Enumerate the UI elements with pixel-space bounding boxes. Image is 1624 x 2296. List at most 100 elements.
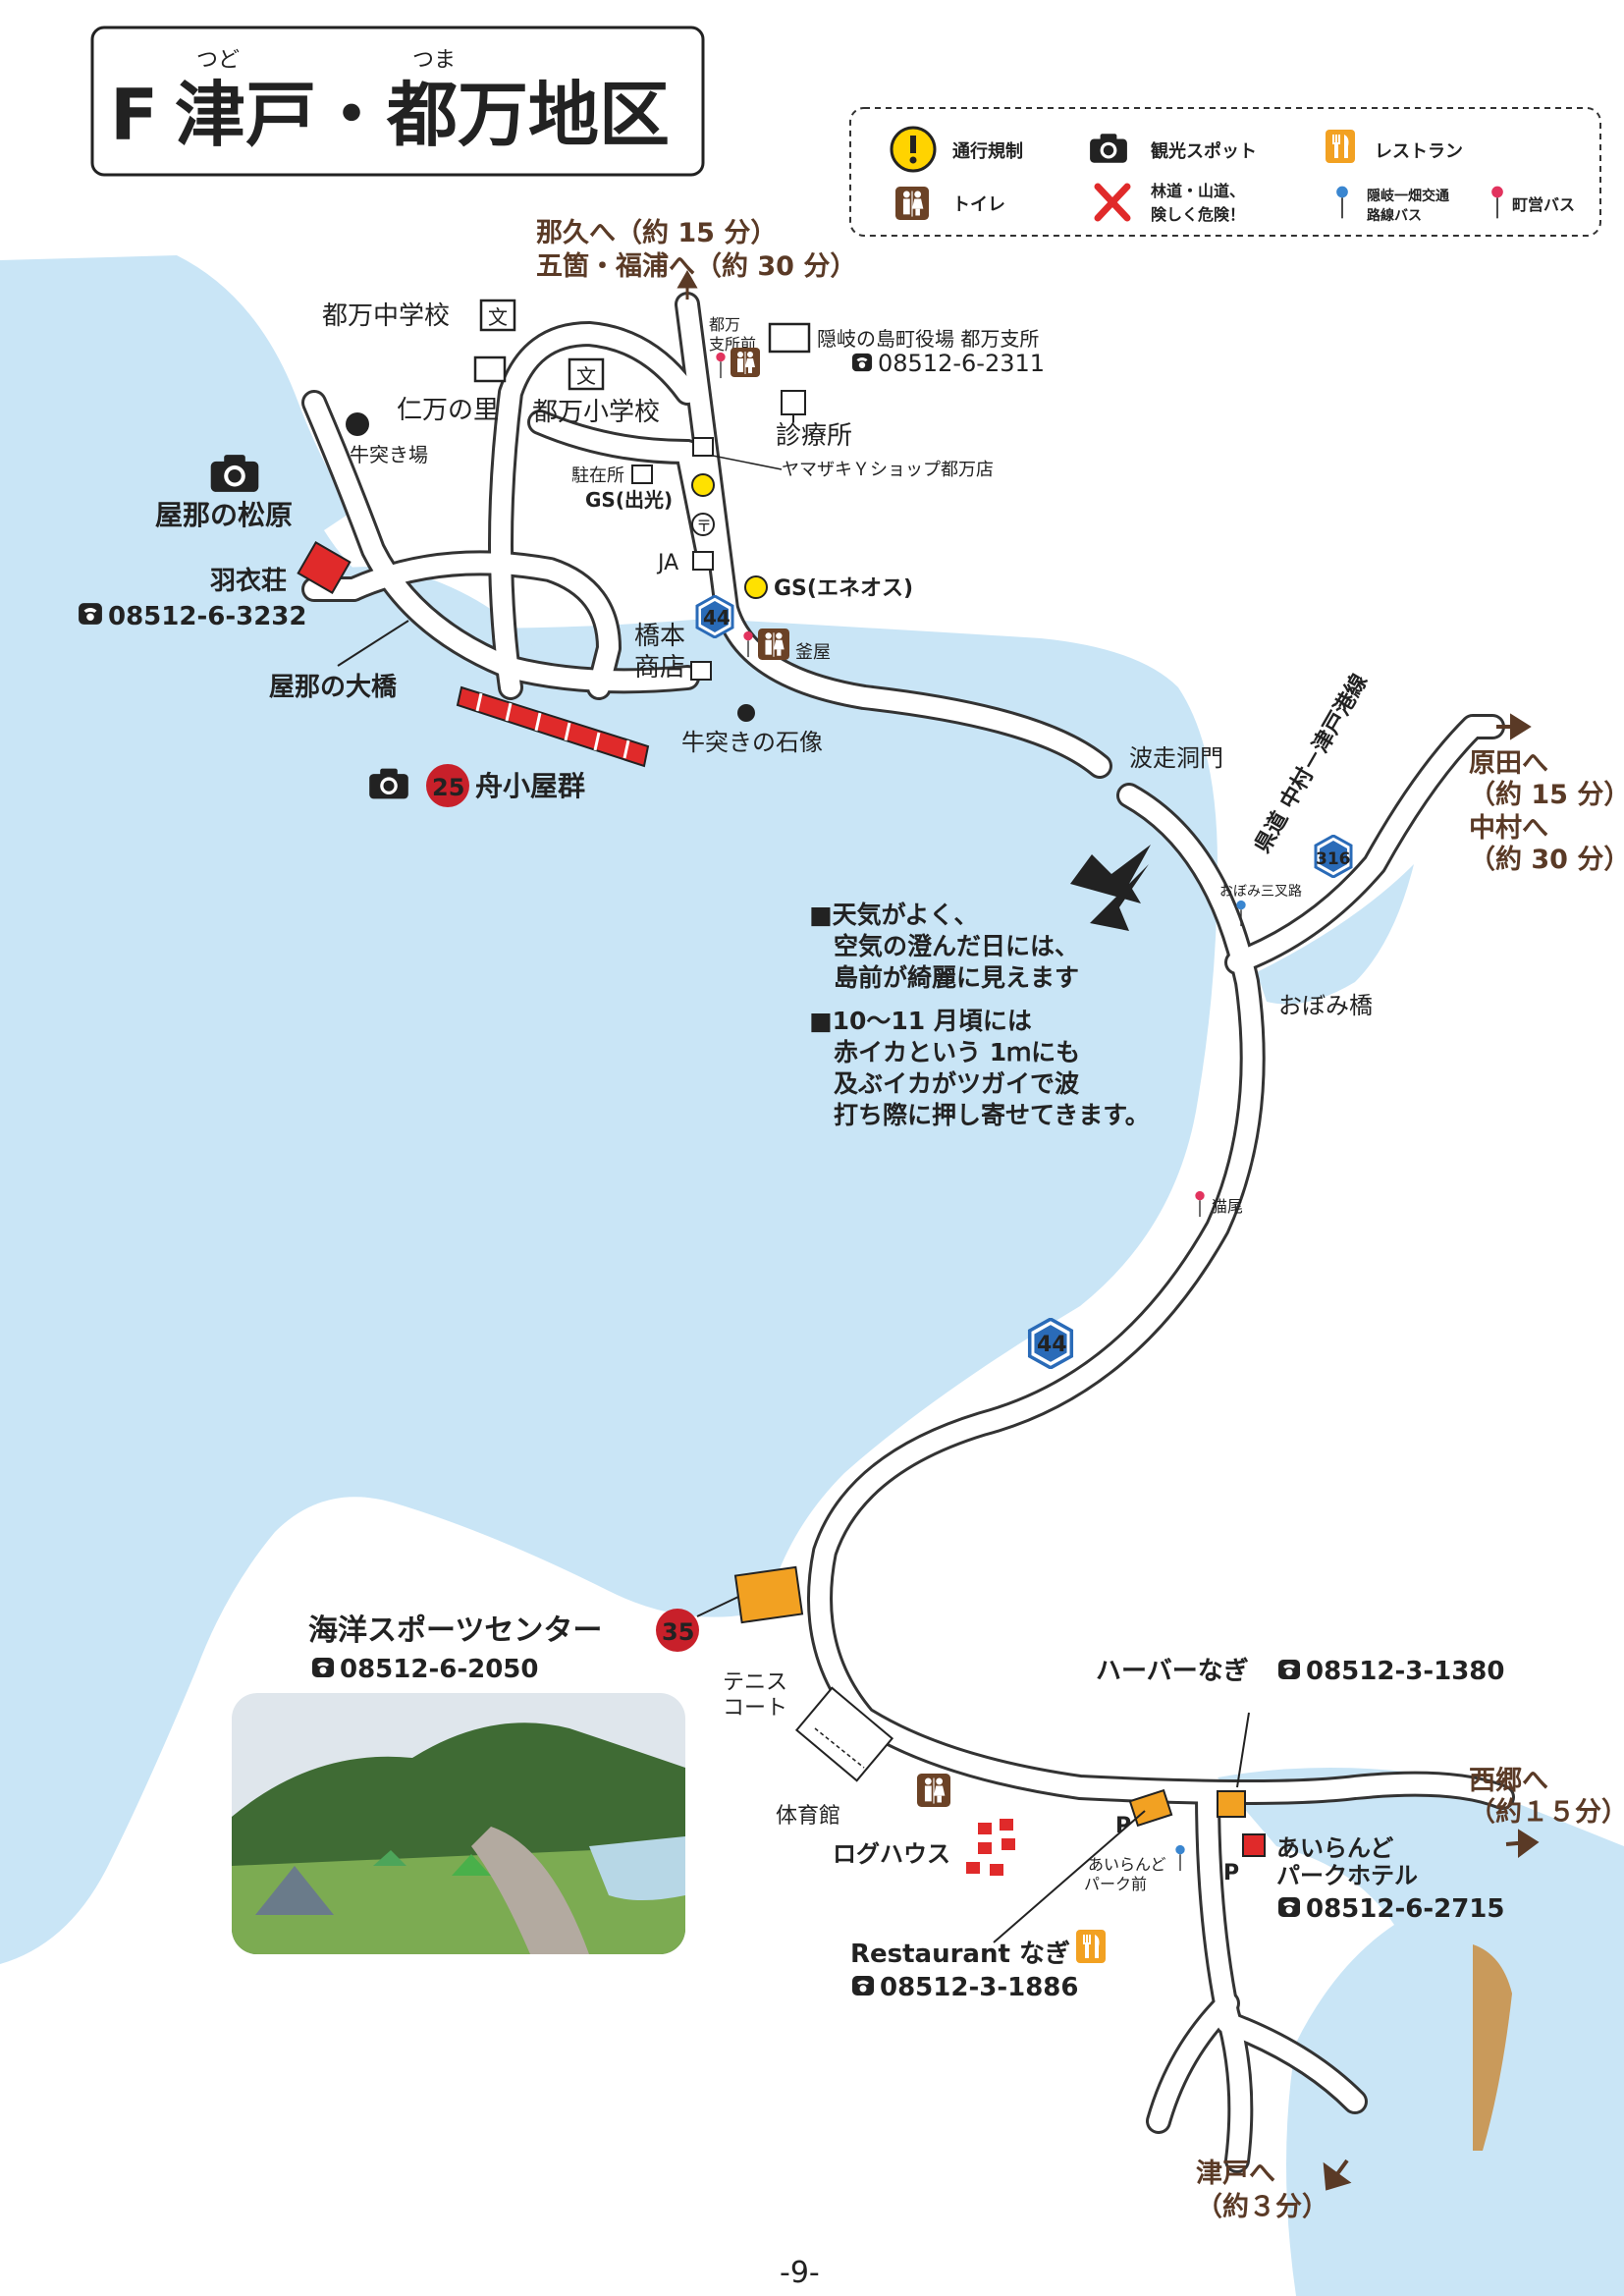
dir-nagu-1: 那久へ（約 15 分） (536, 217, 777, 248)
note2-line4: 打ち際に押し寄せてきます。 (809, 1101, 1150, 1129)
label-kamaya: 釜屋 (795, 642, 831, 663)
note1-line2: 空気の澄んだ日には、 (809, 932, 1079, 960)
dir-saigo-1: 西郷へ (1469, 1766, 1548, 1796)
title-box: F 津戸・都万地区 つど つま (90, 26, 705, 177)
toilet-icon (731, 348, 760, 377)
dir-tsudo-2: （約３分） (1196, 2191, 1328, 2222)
toilet-icon (895, 187, 929, 220)
spot-number-badge (426, 764, 469, 807)
ruby-tsuma: つま (412, 48, 456, 73)
building-marker (473, 355, 507, 383)
dir-harada-4: （約 30 分） (1469, 844, 1624, 875)
legend-bus-2: 路線バス (1367, 207, 1422, 224)
label-hagoromo: 羽衣荘 (210, 566, 287, 596)
note2-line1: ■10～11 月頃には (809, 1007, 1032, 1035)
note1-line3: 島前が綺麗に見えます (809, 963, 1079, 992)
dir-harada-2: （約 15 分） (1469, 779, 1624, 810)
note1-line1: ■天気がよく、 (809, 901, 978, 929)
legend-sightseeing: 観光スポット (1151, 140, 1257, 162)
school-mark: 文 (488, 305, 508, 329)
phone-icon (312, 1658, 334, 1677)
label-ushitsuki-statue: 牛突きの石像 (681, 729, 823, 756)
parking-2: P (1223, 1861, 1239, 1886)
note2-line3: 及ぶイカがツガイで波 (809, 1069, 1080, 1098)
spot-number-badge (656, 1609, 699, 1652)
harbor-nagi-tel: 08512-3-1380 (1306, 1657, 1505, 1686)
label-loghouse: ログハウス (833, 1840, 950, 1868)
gas-station-marker (691, 473, 715, 497)
building-marker (781, 390, 806, 415)
funagoya-no: 25 (432, 774, 464, 801)
label-ja: JA (656, 551, 678, 575)
loghouse-marker (966, 1819, 1015, 1876)
label-parkhotel-1: あいらんど (1276, 1834, 1393, 1862)
note2-line2: 赤イカという 1ｍにも (809, 1038, 1080, 1066)
label-obomi-junction: おぼみ三叉路 (1219, 884, 1302, 900)
ruby-tsudo: つど (196, 48, 240, 73)
school-marker (479, 299, 516, 332)
town-office-marker (768, 322, 811, 354)
label-tennis-2: コート (723, 1696, 787, 1721)
legend-town-bus: 町営バス (1512, 195, 1575, 214)
legend-bus-1: 隠岐一畑交通 (1367, 188, 1449, 204)
phone-icon (852, 1976, 874, 1995)
town-bus-stop-icon (715, 352, 727, 379)
label-hashimoto-2: 商店 (634, 653, 685, 683)
label-clinic: 診療所 (776, 421, 852, 451)
post-mark: 〒 (696, 517, 712, 535)
label-obomi-bridge: おぼみ橋 (1278, 992, 1373, 1019)
legend-traffic: 通行規制 (952, 140, 1023, 162)
boathouse-marker (456, 685, 650, 768)
notes: ■天気がよく、 空気の澄んだ日には、 島前が綺麗に見えます ■10～11 月頃に… (809, 845, 1151, 1129)
label-tsuma-es: 都万小学校 (532, 398, 660, 427)
restaurant-nagi-marker (1128, 1788, 1173, 1828)
label-ushitsuki-ba: 牛突き場 (350, 443, 428, 466)
legend-box: 通行規制 観光スポット レストラン トイレ 林道・山道、 険しく危険！ 隠岐一畑… (849, 107, 1601, 237)
phone-icon (1278, 1897, 1300, 1917)
building-marker (692, 551, 714, 571)
label-gym: 体育館 (776, 1804, 840, 1829)
label-hasoudomon: 波走洞門 (1129, 744, 1223, 772)
label-tsuma-jhs: 都万中学校 (322, 301, 450, 331)
route44-number-2: 44 (1037, 1333, 1067, 1357)
tennis-court-marker (794, 1686, 894, 1782)
building-marker (631, 465, 653, 484)
dir-harada-3: 中村へ (1469, 813, 1548, 844)
toilet-icon (917, 1774, 950, 1807)
label-town-office: 隠岐の島町役場 都万支所 (817, 327, 1039, 351)
label-nekoo: 猫尾 (1212, 1197, 1243, 1216)
bus-stop-icon (1174, 1844, 1186, 1872)
page-number: -9- (780, 2256, 820, 2290)
restaurant-nagi-tel: 08512-3-1886 (880, 1973, 1079, 2002)
label-harbor-nagi: ハーバーなぎ (1096, 1657, 1249, 1686)
label-nimannosato: 仁万の里 (397, 396, 499, 425)
dir-harada-1: 原田へ (1469, 748, 1548, 779)
toilet-icon (758, 629, 789, 660)
page-title: 津戸・都万地区 (175, 74, 670, 156)
school-mark-2: 文 (576, 364, 596, 388)
village-labels: 都万中学校 文 文 都万小学校 仁万の里 牛突き場 屋那の松原 羽衣荘 0851… (79, 299, 1045, 807)
label-restaurant-nagi: Restaurant なぎ (850, 1940, 1070, 1969)
label-yamazaki: ヤマザキＹショップ都万店 (782, 460, 994, 480)
phone-icon (851, 353, 873, 372)
label-marine-center: 海洋スポーツセンター (308, 1613, 602, 1648)
label-hashimoto-1: 橋本 (634, 622, 685, 651)
busstop-park-2: パーク前 (1084, 1875, 1147, 1893)
dot-marker (346, 412, 369, 436)
building-marker (690, 661, 712, 681)
route316-number: 316 (1316, 849, 1351, 869)
legend-toilet: トイレ (952, 194, 1005, 215)
harbor-nagi-marker (1217, 1790, 1246, 1818)
label-yana-matsubara: 屋那の松原 (155, 499, 293, 531)
label-gs-eneos: GS(エネオス) (774, 576, 913, 601)
arrow-up-icon (677, 269, 698, 300)
south-labels: 海洋スポーツセンター 35 08512-6-2050 テニス コート 体育館 (232, 1565, 1505, 2002)
legend-danger-2: 険しく危険！ (1151, 205, 1245, 224)
arrow-right-icon (1505, 1829, 1540, 1858)
label-pref-road: 県道 中村－津戸港線 (1250, 670, 1373, 857)
busstop-tsuma-1: 都万 (709, 315, 740, 334)
label-gs-idemitsu: GS(出光) (585, 488, 673, 512)
label-yana-bridge: 屋那の大橋 (269, 673, 398, 702)
label-chuzaisho: 駐在所 (571, 465, 624, 486)
campsite-photo (232, 1693, 685, 1954)
